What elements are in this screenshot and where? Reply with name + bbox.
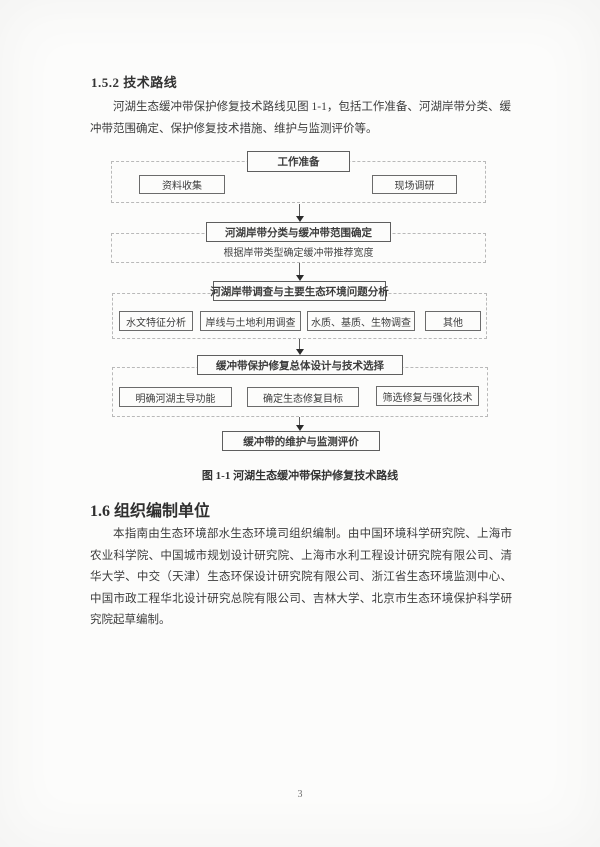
page-number: 3 [297,789,303,800]
stage3-group-outline [112,293,487,339]
stage3-title-box: 河湖岸带调查与主要生态环境问题分析 [210,281,389,301]
stage4-item-box: 确定生态修复目标 [247,387,359,407]
down-arrow-icon [295,339,304,355]
section-heading-1-5-2: 1.5.2 技术路线 [91,75,178,90]
stage1-item-box: 现场调研 [372,175,457,194]
section-paragraph-1-5-2: 河湖生态缓冲带保护修复技术路线见图 1-1，包括工作准备、河湖岸带分类、缓冲带范… [90,101,511,135]
section-heading-1-6: 1.6 组织编制单位 [90,503,211,520]
stage2-note-text: 根据岸带类型确定缓冲带推荐宽度 [223,248,374,259]
stage3-item-box: 水文特征分析 [119,311,193,331]
stage4-title-box: 缓冲带保护修复总体设计与技术选择 [197,355,403,375]
stage4-group-outline [112,367,488,417]
stage1-group-outline [111,161,486,203]
stage3-item-box: 其他 [425,311,481,331]
stage2-title-box: 河湖岸带分类与缓冲带范围确定 [206,222,391,242]
stage2-group-outline [111,233,486,263]
stage1-title-box: 工作准备 [247,151,350,172]
figure-caption: 图 1-1 河湖生态缓冲带保护修复技术路线 [201,470,399,482]
down-arrow-icon [295,204,304,222]
stage4-item-box: 筛选修复与强化技术 [376,386,479,406]
stage1-item-box: 资料收集 [139,175,225,194]
stage3-item-box: 岸线与土地利用调查 [200,311,301,331]
stage5-title-box: 缓冲带的维护与监测评价 [222,431,380,451]
stage4-item-box: 明确河湖主导功能 [119,387,232,407]
stage3-item-box: 水质、基质、生物调查 [307,311,415,331]
down-arrow-icon [295,417,304,431]
section-paragraph-1-6: 本指南由生态环境部水生态环境司组织编制。由中国环境科学研究院、上海市农业科学院、… [90,528,512,626]
down-arrow-icon [295,263,304,281]
